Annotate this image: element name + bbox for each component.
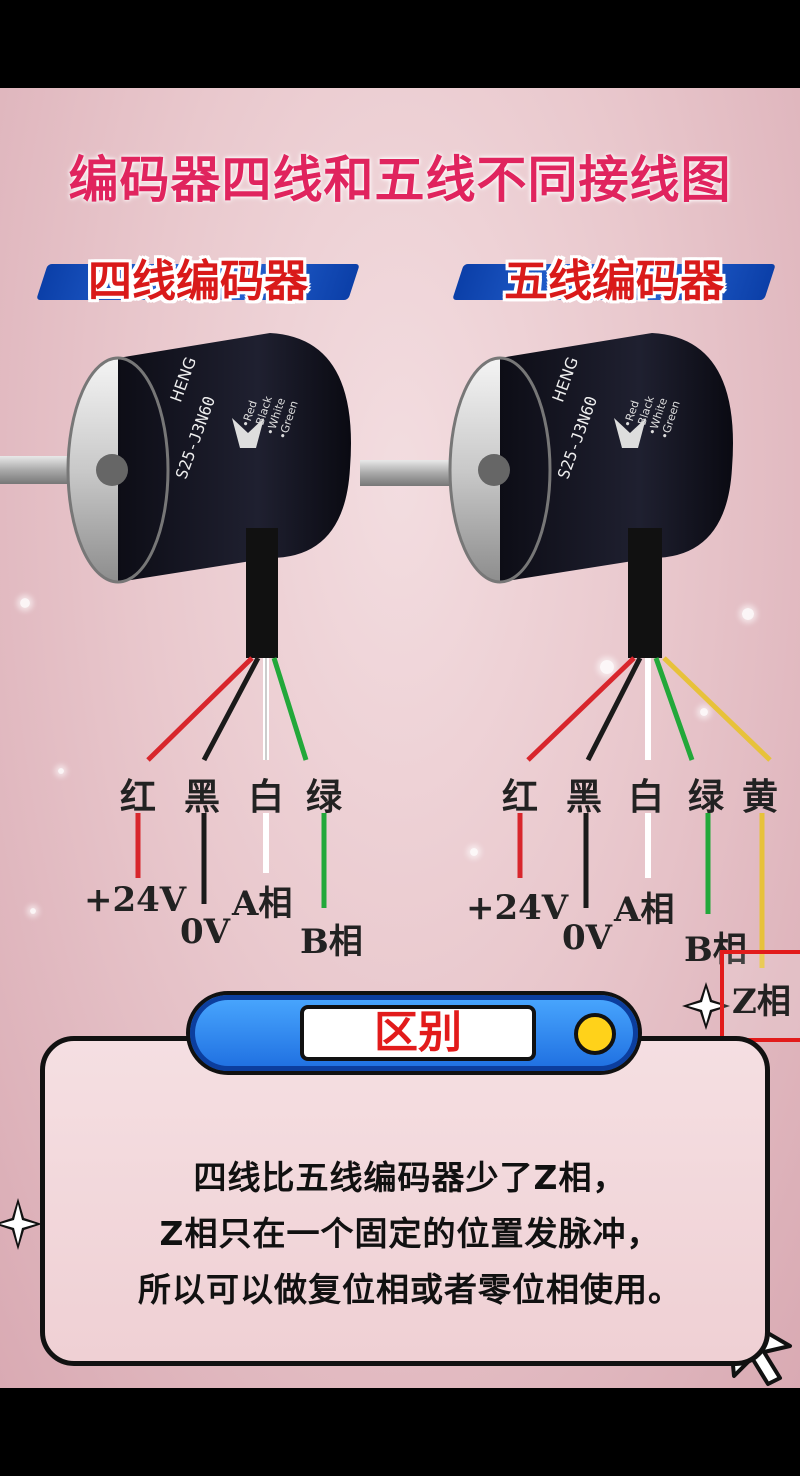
sparkle <box>30 908 36 914</box>
shaft-hub <box>478 454 510 486</box>
brand-logo-mark <box>232 418 264 448</box>
wire-color-name: 绿 <box>306 777 343 818</box>
page-title: 编码器四线和五线不同接线图 <box>68 151 732 209</box>
wire-color-name: 白 <box>248 777 285 818</box>
wire-function-label: +24V <box>466 888 569 928</box>
difference-info-box: 四线比五线编码器少了Z相， Z相只在一个固定的位置发脉冲， 所以可以做复位相或者… <box>40 1036 770 1366</box>
wire-color-name: 红 <box>502 777 539 818</box>
wire-color-name: 黑 <box>566 777 603 818</box>
four-wire-banner: 四线编码器 <box>36 250 360 314</box>
difference-heading-pill: 区别 <box>186 991 642 1075</box>
encoder-housing <box>500 333 733 582</box>
wire-color-name: 红 <box>120 777 157 818</box>
four-wire-banner-label: 四线编码器 <box>88 256 308 307</box>
z-phase-highlight-box: Z相 <box>720 950 800 1042</box>
yellow-dot-icon <box>574 1013 616 1055</box>
wire-green <box>271 657 309 761</box>
wire-function-label: B相 <box>300 922 363 962</box>
encoder-cable <box>246 528 278 658</box>
brand-logo-mark <box>614 418 646 448</box>
five-wire-banner: 五线编码器 <box>452 250 776 314</box>
difference-heading: 区别 <box>300 1005 536 1061</box>
shaft-hub <box>96 454 128 486</box>
five-wire-banner-label: 五线编码器 <box>504 256 724 307</box>
encoder-cable <box>628 528 662 658</box>
sparkle <box>20 598 30 608</box>
bottom-letterbox <box>0 1388 800 1476</box>
wire-function-label: 0V <box>562 918 613 958</box>
four-wire-leads <box>135 656 327 908</box>
five-wire-leads <box>517 656 772 968</box>
sparkle <box>700 708 708 716</box>
wire-green <box>653 657 695 761</box>
wire-yellow <box>662 656 772 762</box>
wire-red <box>146 656 254 762</box>
difference-line: 四线比五线编码器少了Z相， <box>193 1158 627 1197</box>
wire-color-name: 黑 <box>184 777 221 818</box>
sparkle <box>742 608 754 620</box>
difference-line: Z相只在一个固定的位置发脉冲， <box>159 1214 661 1253</box>
sparkle <box>470 848 478 856</box>
wire-function-label: A相 <box>614 890 675 930</box>
five-wire-encoder <box>360 333 733 658</box>
wire-red <box>526 656 636 762</box>
top-letterbox <box>0 0 800 88</box>
wire-color-name: 绿 <box>688 777 725 818</box>
difference-line: 所以可以做复位相或者零位相使用。 <box>138 1270 682 1309</box>
wire-black <box>201 656 261 762</box>
wire-function-label: 0V <box>180 912 231 952</box>
sparkle <box>600 660 614 674</box>
wire-function-label: Z相 <box>732 982 791 1022</box>
four-wire-encoder <box>0 333 351 658</box>
diagram-canvas: 编码器四线和五线不同接线图 四线编码器 五线编码器 <box>0 88 800 1388</box>
wire-black <box>585 656 643 762</box>
wire-color-name: 白 <box>628 777 665 818</box>
wire-color-name: 黄 <box>742 777 779 818</box>
encoder-housing <box>118 333 351 582</box>
wiring-diagram <box>0 333 792 1386</box>
sparkle <box>58 768 64 774</box>
wire-function-label: A相 <box>232 884 293 924</box>
wire-function-label: +24V <box>84 880 187 920</box>
